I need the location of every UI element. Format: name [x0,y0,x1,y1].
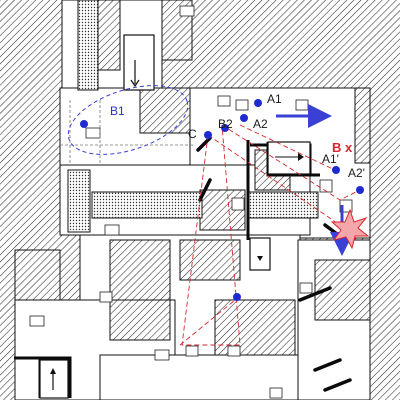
stair-right [267,141,311,175]
strip-horizontal-2 [247,191,319,219]
door-5 [323,378,352,392]
path-route-1 [181,124,241,346]
stair-upper [123,34,155,91]
door-3 [298,286,332,302]
marker-a2-prime [356,186,364,194]
mass-8 [214,299,296,356]
shelf [104,224,120,236]
shelf [319,179,333,193]
stair-arrowhead [298,153,304,161]
path-route-5 [179,295,241,346]
marker-lower [233,293,241,301]
room-bottom [99,354,301,400]
label-c: C [188,127,197,141]
b1-zone-ellipse [67,85,189,155]
label-a1: A1 [267,92,282,106]
mass-3 [139,87,191,134]
shelf [85,127,101,139]
stair-arrowhead [130,79,140,88]
mass-9 [109,299,171,341]
label-a1-prime: A1' [322,152,339,166]
shelf [154,349,170,361]
marker-a1 [254,99,262,107]
strip-vertical-2 [67,169,91,233]
label-bx: B x [332,140,353,155]
strip-horizontal-1 [91,191,203,219]
marker-b1 [80,120,88,128]
explosion-burst-icon [330,208,370,250]
position-markers [80,99,364,301]
shelf [231,197,245,211]
shelf [295,99,309,111]
strip-vertical-1 [77,0,99,91]
label-a2: A2 [253,117,268,131]
dashed-guides [60,100,195,165]
marker-a1-prime [332,166,340,174]
shelf [235,99,249,111]
textured-strips [67,0,319,233]
shelf [227,345,241,357]
stair-arrowhead [257,256,263,261]
path-route-3 [239,124,336,171]
shelf [299,282,313,294]
mass-12 [354,87,371,164]
stair-mid [249,237,271,271]
shelf [99,291,113,303]
path-route-4 [207,134,341,226]
stair-arrowhead [50,368,56,374]
wall-5 [40,356,72,398]
door-1 [196,136,212,152]
label-b2: B2 [218,117,233,131]
shelf [29,315,45,327]
mass-6 [109,239,171,301]
marker-c [204,131,212,139]
shelf [269,387,283,399]
shelf [179,5,195,17]
stair-lower-left [39,359,69,399]
stair-units [39,34,311,399]
door-4 [313,358,342,372]
shelf [217,95,231,107]
mass-10 [14,249,61,301]
shelf [185,345,199,357]
label-a2-prime: A2' [348,166,365,180]
wall-masses [14,0,371,356]
marker-b2 [221,124,229,132]
marker-a2 [240,114,248,122]
label-b1: B1 [110,104,125,118]
mass-1 [97,0,121,71]
path-route-2 [221,124,361,201]
door-swings [196,136,352,392]
red-paths [179,124,361,346]
mass-7 [179,239,241,281]
door-2 [198,178,212,202]
